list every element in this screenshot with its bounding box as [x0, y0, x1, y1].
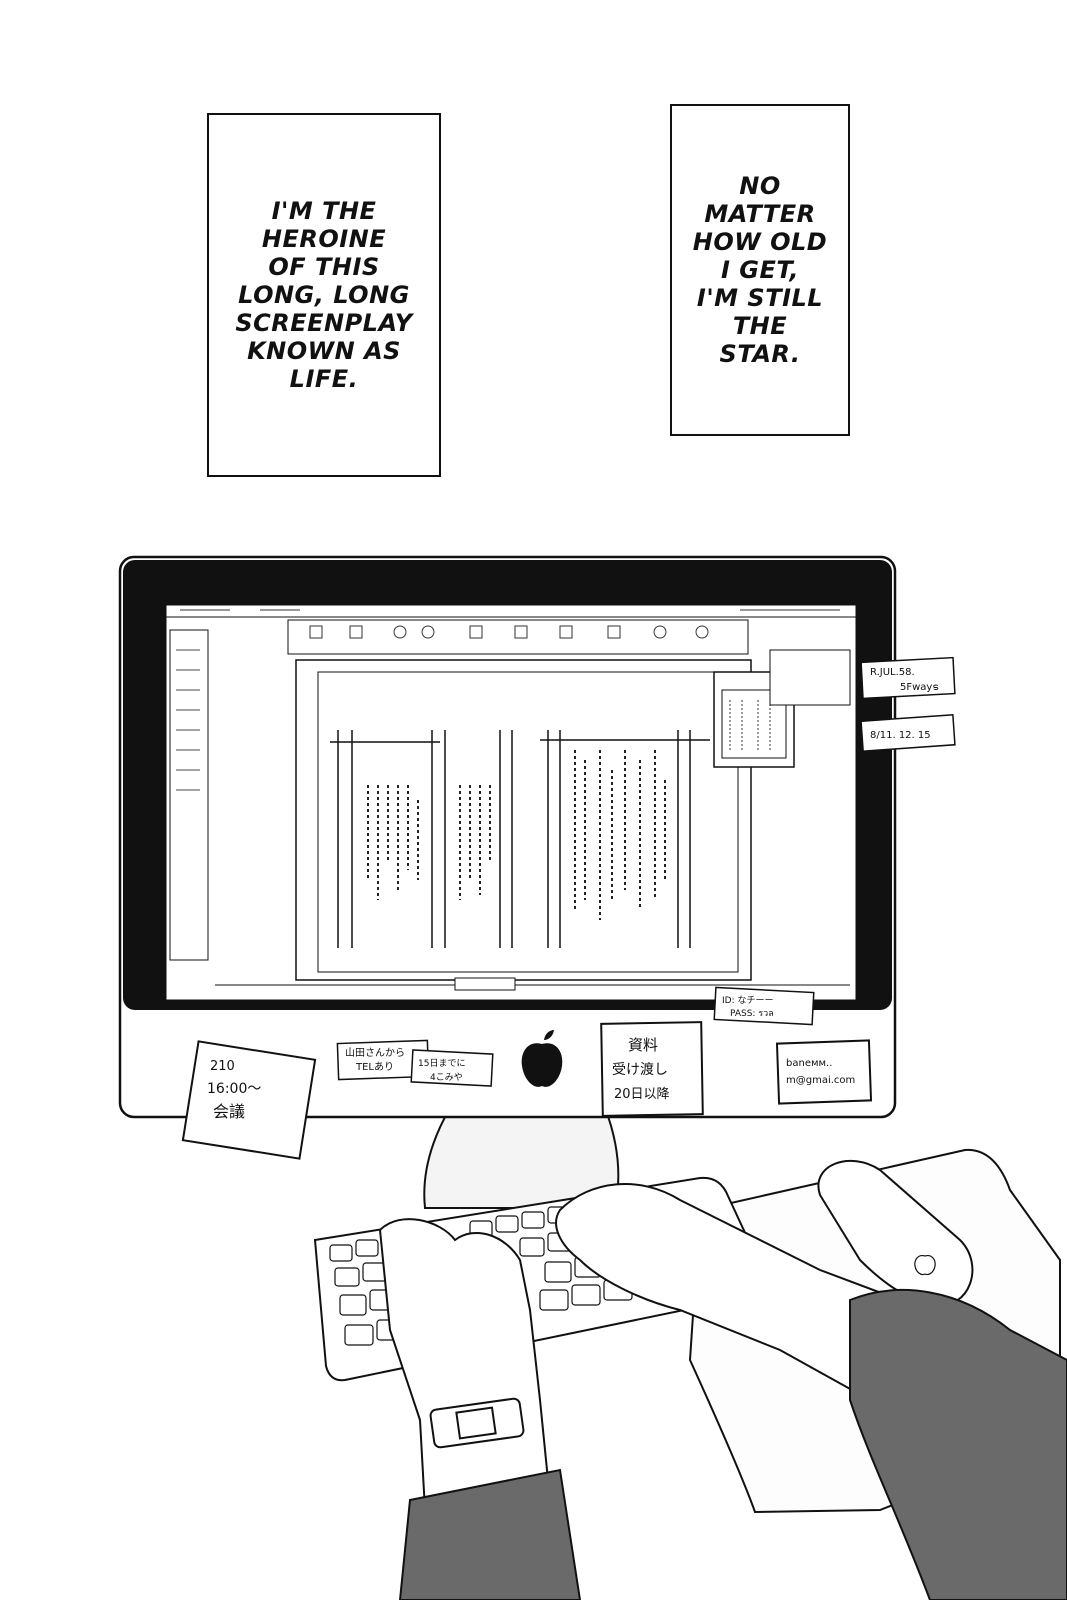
- note-cl-line2: TELあり: [355, 1061, 394, 1073]
- monitor: [118, 555, 897, 1119]
- wristwatch: [429, 1397, 525, 1449]
- left-sleeve: [398, 1468, 582, 1600]
- sticky-note-right-mid: 8/11. 12. 15: [860, 714, 956, 752]
- mouse-logo-icon: [914, 1255, 936, 1276]
- note-doc-line1: 資料: [628, 1036, 658, 1054]
- note-left-line1: 210: [210, 1059, 235, 1074]
- note-c-line2: 4こみや: [430, 1072, 463, 1083]
- sticky-note-id: ID: なチーー PASS: รวล: [713, 986, 815, 1026]
- sticky-note-doc: 資料 受け渡し 20日以降: [600, 1021, 704, 1117]
- apple-logo-icon: [521, 1030, 563, 1087]
- note-rt-line1: R.JUL.58.: [870, 667, 915, 678]
- sticky-note-right-top: R.JUL.58. 5Fwayട: [860, 656, 956, 700]
- note-rm-text: 8/11. 12. 15: [870, 730, 931, 741]
- sticky-note-email: banемм.. m@gmai.com: [775, 1039, 873, 1105]
- note-doc-line2: 受け渡し: [612, 1062, 668, 1078]
- note-id-line1: ID: なチーー: [722, 995, 773, 1006]
- note-id-line2: PASS: รวล: [730, 1009, 774, 1019]
- caption-text-left: I'M THE HEROINE OF THIS LONG, LONG SCREE…: [235, 197, 413, 393]
- left-arm: [378, 1218, 582, 1600]
- right-arm: [555, 1183, 1067, 1600]
- sticky-note-center-left: 山田さんから TELあり: [336, 1039, 430, 1081]
- sticky-note-left: 210 16:00〜 会議: [181, 1040, 317, 1160]
- note-email-line1: banемм..: [786, 1058, 832, 1069]
- sticky-note-center: 15日までに 4こみや: [410, 1049, 494, 1087]
- caption-text-right: NO MATTER HOW OLD I GET, I'M STILL THE S…: [692, 172, 828, 368]
- note-email-line2: m@gmai.com: [786, 1075, 855, 1086]
- note-left-line2: 16:00〜: [207, 1081, 261, 1097]
- note-c-line1: 15日までに: [418, 1058, 465, 1069]
- note-cl-line1: 山田さんから: [345, 1047, 405, 1059]
- note-rt-line2: 5Fwayട: [900, 682, 938, 693]
- note-doc-line3: 20日以降: [614, 1087, 670, 1102]
- note-left-line3: 会議: [213, 1102, 245, 1121]
- caption-box-left: I'M THE HEROINE OF THIS LONG, LONG SCREE…: [207, 113, 441, 477]
- mouse[interactable]: [817, 1160, 974, 1307]
- caption-box-right: NO MATTER HOW OLD I GET, I'M STILL THE S…: [670, 104, 850, 436]
- right-sleeve: [849, 1289, 1067, 1600]
